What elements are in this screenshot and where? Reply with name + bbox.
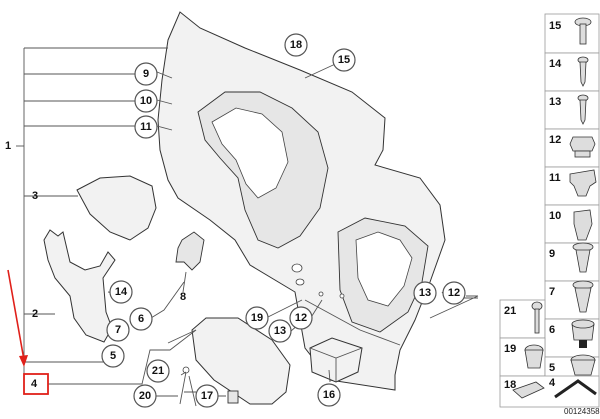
svg-text:11: 11 <box>140 121 152 133</box>
svg-text:18: 18 <box>290 39 302 51</box>
svg-text:6: 6 <box>138 313 144 325</box>
svg-text:5: 5 <box>110 350 116 362</box>
callout-13-a: 13 <box>268 319 292 343</box>
callout-12-a: 12 <box>289 306 313 330</box>
expansion-rivet-7-icon <box>572 280 594 313</box>
label-1: 1 <box>5 140 11 152</box>
callout-19: 19 <box>245 306 269 330</box>
callout-11: 11 <box>134 115 158 139</box>
svg-text:21: 21 <box>152 365 164 377</box>
legend-9: 9 <box>549 248 555 260</box>
cap-12-icon <box>569 136 596 158</box>
item-1-bracket <box>23 47 197 385</box>
small-tag <box>227 390 239 404</box>
legend-7: 7 <box>549 286 555 298</box>
clip-dot <box>318 291 324 297</box>
callout-15: 15 <box>332 48 356 72</box>
panel-hole <box>295 278 305 286</box>
legend-15: 15 <box>549 20 561 32</box>
label-3: 3 <box>32 190 38 202</box>
clip-dot <box>339 293 345 299</box>
storage-pocket <box>355 231 413 307</box>
clip-nut-6-icon <box>571 319 595 348</box>
svg-text:7: 7 <box>115 324 121 336</box>
label-4: 4 <box>31 378 38 390</box>
clip-11-icon <box>569 169 597 197</box>
storage-box-edge <box>309 347 363 382</box>
label-8: 8 <box>180 291 186 303</box>
callout-21: 21 <box>146 359 170 383</box>
svg-text:13: 13 <box>274 325 286 337</box>
legend-6: 6 <box>549 324 555 336</box>
svg-text:19: 19 <box>251 312 263 324</box>
svg-text:17: 17 <box>201 390 213 402</box>
svg-text:12: 12 <box>448 287 460 299</box>
label-4-highlight: 4 <box>23 373 49 395</box>
plug-19-icon <box>524 344 544 369</box>
inner-recess <box>211 107 289 199</box>
callout-13-b: 13 <box>413 281 437 305</box>
screw-15-icon <box>574 17 592 45</box>
svg-text:13: 13 <box>419 287 431 299</box>
callout-17: 17 <box>195 384 219 408</box>
legend-14: 14 <box>549 58 562 70</box>
svg-text:10: 10 <box>140 95 152 107</box>
callout-12-b: 12 <box>442 281 466 305</box>
svg-text:16: 16 <box>323 389 335 401</box>
red-arrow-annotation <box>7 269 28 367</box>
callout-18: 18 <box>284 33 308 57</box>
panel-hole <box>291 263 303 273</box>
push-pin-21-icon <box>531 301 543 334</box>
callout-20: 20 <box>133 384 157 408</box>
callout-10: 10 <box>134 89 158 113</box>
document-id: 00124358 <box>564 407 600 416</box>
screw-14-icon <box>577 56 589 87</box>
plug-5-icon <box>570 354 596 376</box>
gasket-18-icon <box>512 381 545 399</box>
svg-text:20: 20 <box>139 390 151 402</box>
legend-4: 4 <box>549 377 556 389</box>
callout-5: 5 <box>101 344 125 368</box>
expansion-rivet-9-icon <box>572 242 594 273</box>
strap-anchor <box>182 366 190 374</box>
bracket-part <box>175 231 205 271</box>
callout-7: 7 <box>106 318 130 342</box>
curved-cover-part <box>76 175 157 241</box>
legend-21: 21 <box>504 305 516 317</box>
strap <box>179 371 197 407</box>
callout-9: 9 <box>134 62 158 86</box>
legend-5: 5 <box>549 362 555 374</box>
legend-12: 12 <box>549 134 561 146</box>
cover-panel-part <box>191 317 291 405</box>
screw-13-icon <box>577 94 589 125</box>
svg-text:15: 15 <box>338 54 350 66</box>
callout-16: 16 <box>317 383 341 407</box>
legend-13: 13 <box>549 96 561 108</box>
callout-14: 14 <box>109 280 133 304</box>
svg-text:12: 12 <box>295 312 307 324</box>
lower-trim-part <box>43 229 116 343</box>
svg-text:9: 9 <box>143 68 149 80</box>
highlight-box <box>23 373 49 395</box>
clip-10-icon <box>573 209 593 241</box>
panel-lower-edge <box>304 299 401 346</box>
view-direction-arrow-icon <box>554 379 597 399</box>
legend-11: 11 <box>549 172 561 184</box>
callout-6: 6 <box>129 307 153 331</box>
svg-text:14: 14 <box>115 286 128 298</box>
label-2: 2 <box>32 308 38 320</box>
legend-18: 18 <box>504 379 516 391</box>
legend-19: 19 <box>504 343 516 355</box>
legend-10: 10 <box>549 210 561 222</box>
